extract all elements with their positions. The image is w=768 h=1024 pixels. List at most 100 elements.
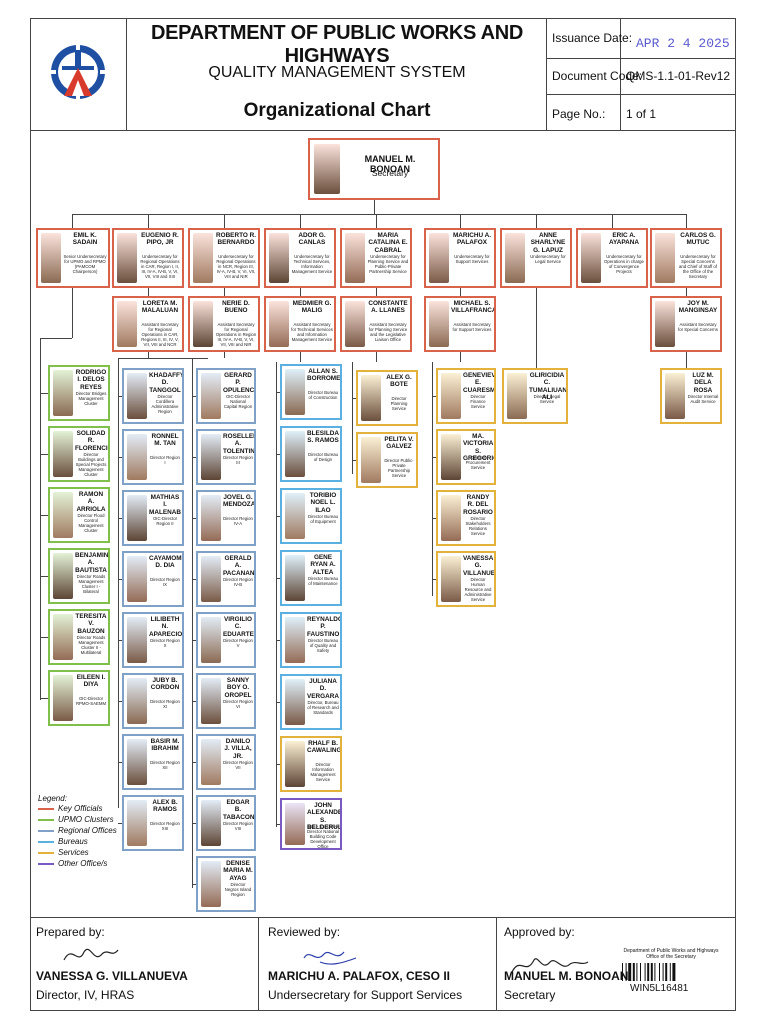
connector-line	[276, 764, 280, 765]
connector-line	[432, 457, 436, 458]
header-divider	[126, 18, 127, 130]
connector-line	[148, 288, 149, 296]
official-title: Director Finance Service	[470, 394, 486, 409]
connector-line	[276, 824, 280, 825]
document-frame	[30, 18, 736, 1011]
official-name: BLESILDA S. RAMOS	[307, 430, 339, 445]
portrait-photo	[441, 373, 461, 419]
connector-line	[192, 640, 196, 641]
regional-director-box: GERARD P. OPULENCIAOIC-Director National…	[196, 368, 256, 424]
official-name: KHADAFFY D. TANGGOL	[149, 372, 184, 394]
official-title: Director, Bureau of Research and Standar…	[307, 700, 339, 715]
legend-item: Regional Offices	[38, 825, 117, 836]
portrait-photo	[201, 861, 221, 907]
receiving-stamp: Department of Public Works and Highways …	[612, 948, 730, 960]
system-title: QUALITY MANAGEMENT SYSTEM	[208, 64, 466, 81]
official-name: NERIE D. BUENO	[222, 300, 250, 315]
official-title: Director Region VII	[223, 760, 253, 770]
header-divider	[546, 58, 736, 59]
prepared-by-position: Director, IV, HRAS	[36, 988, 135, 1002]
official-name: GENE RYAN A. ALTEA	[310, 554, 336, 576]
official-title: Director Human Resource and Administrati…	[464, 577, 492, 602]
legend-label: Bureaus	[58, 837, 88, 846]
official-name: GLIRICIDIA C. TUMALIUAN-ALI	[529, 372, 568, 402]
header-divider	[546, 18, 547, 130]
official-title: Director Region VIII	[223, 821, 253, 831]
legend-label: Other Office/s	[58, 859, 108, 868]
portrait-photo	[285, 679, 305, 725]
official-name: PELITA V. GALVEZ	[384, 436, 414, 451]
connector-line	[460, 214, 461, 228]
regional-director-box: ROSELLER A. TOLENTINODirector Region III	[196, 429, 256, 485]
portrait-photo	[127, 556, 147, 602]
official-title: Director Information Management Service	[310, 762, 336, 782]
header-divider	[620, 18, 621, 130]
official-title: Director Bridges Management Cluster	[75, 391, 107, 406]
connector-line	[192, 396, 196, 397]
official-name: TORIBIO NOEL L. ILAO	[309, 492, 337, 514]
connector-line	[374, 200, 375, 214]
legend-label: Regional Offices	[58, 826, 117, 835]
document-code-label: Document Code:	[552, 69, 643, 83]
connector-line	[192, 518, 196, 519]
official-name: MICHAEL S. VILLAFRANCA	[451, 300, 496, 315]
official-name: MANUEL M. BONOAN	[364, 154, 416, 174]
reviewed-by-name: MARICHU A. PALAFOX, CESO II	[268, 969, 451, 983]
connector-line	[72, 214, 73, 228]
portrait-photo	[429, 233, 449, 283]
portrait-photo	[581, 233, 601, 283]
portrait-photo	[53, 492, 73, 538]
connector-line	[118, 358, 119, 808]
official-title: Director Region I	[150, 455, 180, 465]
legend-item: Services	[38, 847, 117, 858]
official-name: RAMON A. ARRIOLA	[76, 491, 106, 513]
connector-line	[40, 338, 72, 339]
official-name: LORETA M. MALALUAN	[141, 300, 179, 315]
official-name: BENJAMIN A. BAUTISTA	[75, 552, 109, 574]
official-title: Director Roads Management Cluster II - M…	[76, 635, 106, 655]
official-title: Undersecretary for Support Services	[454, 254, 490, 264]
portrait-photo	[127, 495, 147, 541]
official-name: ANNE SHARLYNE G. LAPUZ	[530, 232, 566, 254]
approved-by-label: Approved by:	[504, 925, 575, 939]
connector-line	[686, 214, 687, 228]
portrait-photo	[441, 495, 461, 541]
legend-swatch	[38, 840, 54, 843]
official-title: Assistant Secretary for Planning Service…	[368, 322, 408, 342]
connector-line	[192, 762, 196, 763]
legend-item: UPMO Clusters	[38, 814, 117, 825]
portrait-photo	[269, 301, 289, 347]
connector-line	[40, 515, 48, 516]
legend-item: Other Office/s	[38, 858, 117, 869]
portrait-photo	[201, 678, 221, 724]
official-title: Director Region IV-A	[223, 516, 253, 526]
connector-line	[40, 454, 48, 455]
connector-line	[686, 288, 687, 296]
connector-line	[224, 352, 225, 358]
connector-line	[192, 457, 196, 458]
portrait-photo	[193, 301, 213, 347]
official-title: Director Flood Control Management Cluste…	[77, 513, 105, 533]
legend-title: Legend:	[38, 794, 67, 803]
official-title: Senior Undersecretary for UPMO and RPMO …	[63, 254, 107, 274]
portrait-photo	[441, 556, 461, 602]
official-title: Director Region IV-B	[223, 577, 253, 587]
connector-line	[224, 214, 225, 228]
portrait-photo	[201, 617, 221, 663]
